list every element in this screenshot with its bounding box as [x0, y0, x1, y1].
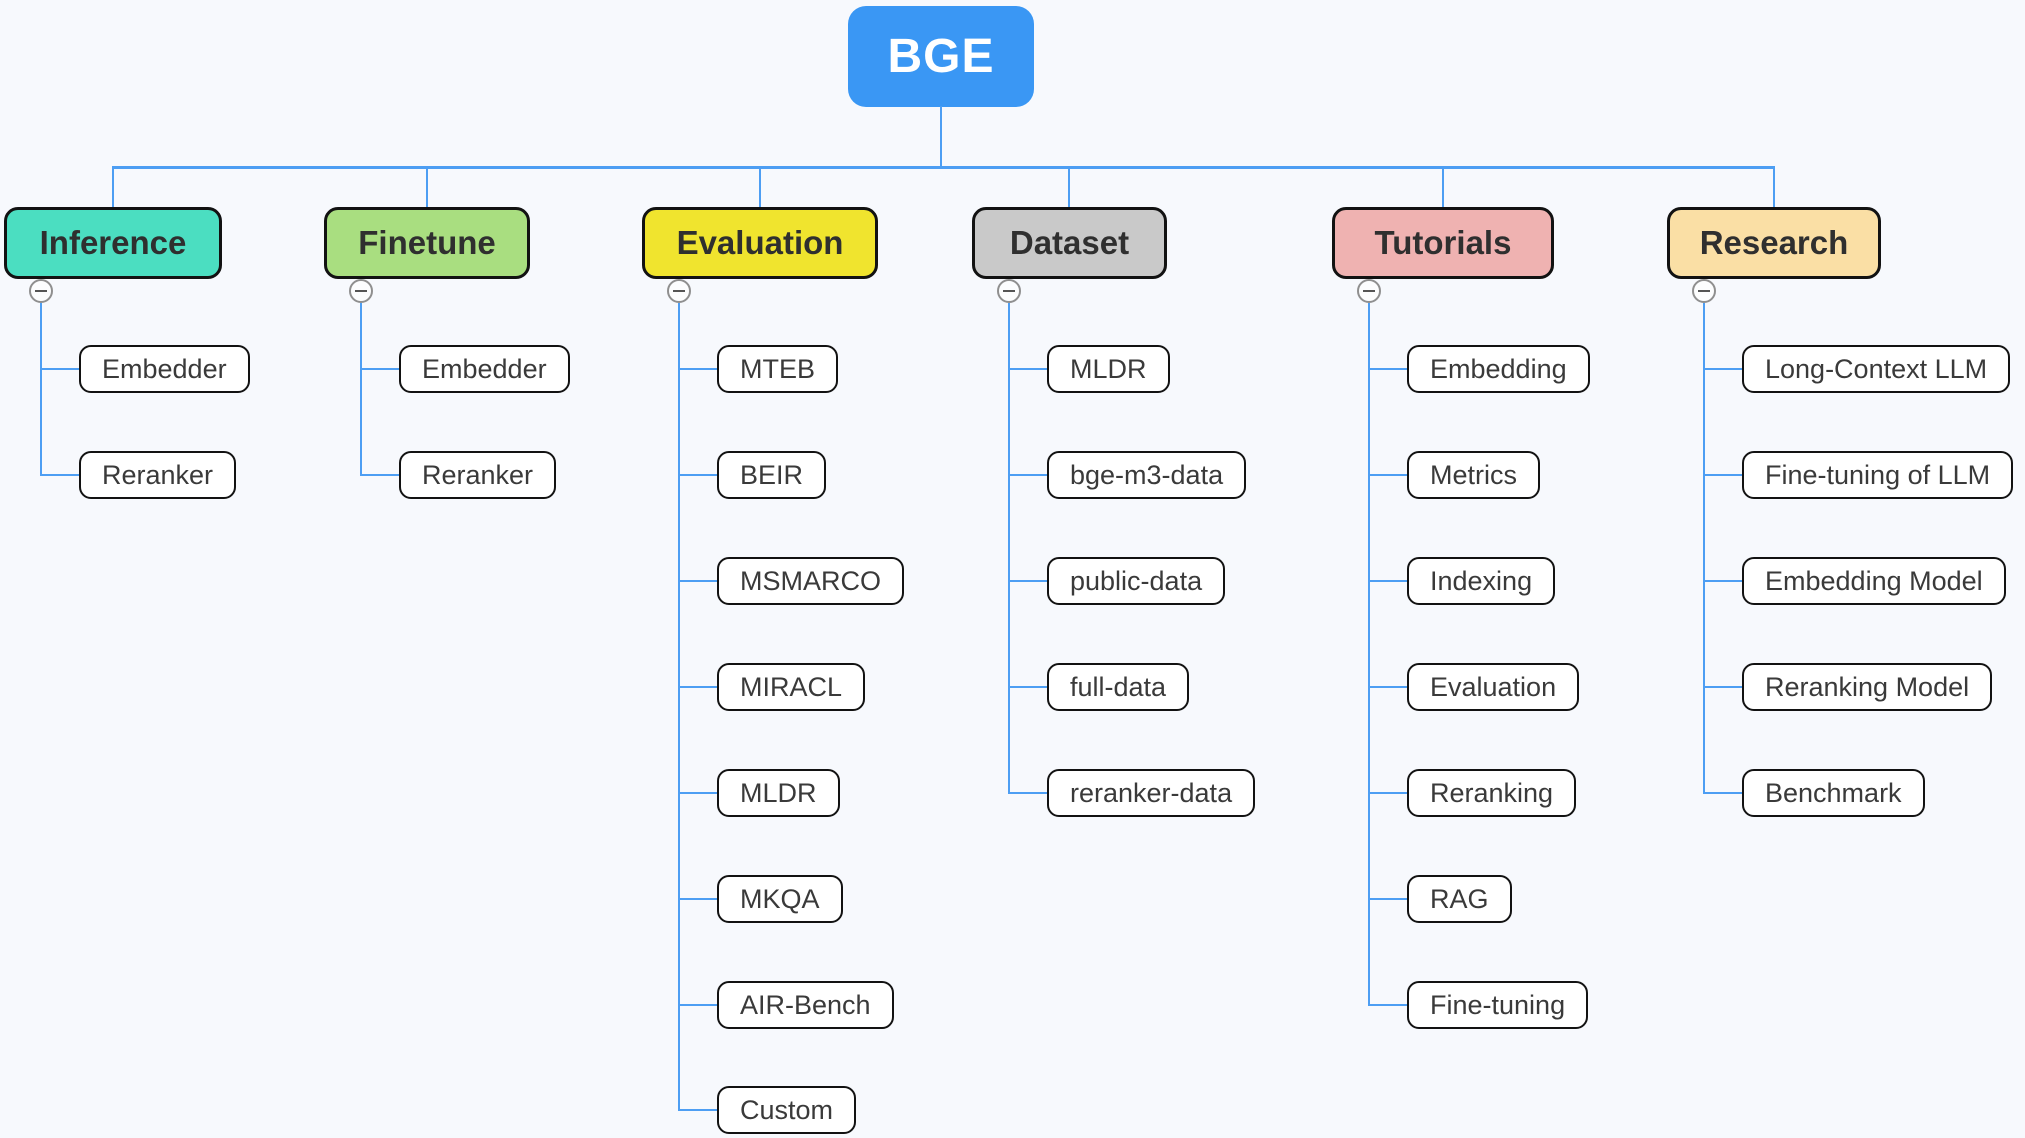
child-node[interactable]: MLDR	[717, 769, 840, 817]
child-node[interactable]: MIRACL	[717, 663, 866, 711]
connector-elbow	[1008, 580, 1047, 582]
connector-drop	[1442, 167, 1444, 208]
connector-elbow	[40, 368, 79, 370]
connector-drop	[759, 167, 761, 208]
connector-elbow	[678, 580, 717, 582]
connector-elbow	[1008, 686, 1047, 688]
connector-elbow	[678, 1109, 717, 1111]
connector-elbow	[1703, 580, 1742, 582]
child-node[interactable]: Embedding	[1407, 345, 1590, 393]
child-node[interactable]: Fine-tuning	[1407, 981, 1589, 1029]
connector-elbow	[678, 474, 717, 476]
branch-node-evaluation[interactable]: Evaluation	[642, 207, 878, 279]
connector-elbow	[1703, 792, 1742, 794]
collapse-minus-icon[interactable]	[349, 279, 373, 303]
connector-column	[1008, 303, 1010, 793]
connector-elbow	[1368, 898, 1407, 900]
child-node[interactable]: bge-m3-data	[1047, 451, 1247, 499]
child-node[interactable]: Reranker	[399, 451, 557, 499]
child-node[interactable]: AIR-Bench	[717, 981, 894, 1029]
connector-elbow	[1368, 792, 1407, 794]
connector-top-bar	[112, 166, 1775, 169]
connector-elbow	[360, 368, 399, 370]
connector-elbow	[678, 1004, 717, 1006]
connector-drop	[426, 167, 428, 208]
child-node[interactable]: Embedder	[399, 345, 570, 393]
child-node[interactable]: Custom	[717, 1086, 857, 1134]
connector-elbow	[1703, 686, 1742, 688]
child-node[interactable]: Embedding Model	[1742, 557, 2006, 605]
connector-elbow	[1703, 368, 1742, 370]
child-node[interactable]: RAG	[1407, 875, 1512, 923]
child-node[interactable]: full-data	[1047, 663, 1190, 711]
connector-elbow	[678, 368, 717, 370]
branch-node-dataset[interactable]: Dataset	[972, 207, 1167, 279]
child-node[interactable]: MSMARCO	[717, 557, 904, 605]
connector-column	[40, 303, 42, 475]
child-node[interactable]: MKQA	[717, 875, 843, 923]
connector-elbow	[678, 686, 717, 688]
child-node[interactable]: MTEB	[717, 345, 839, 393]
connector-drop	[1773, 167, 1775, 208]
connector-column	[1703, 303, 1705, 793]
branch-node-tutorials[interactable]: Tutorials	[1332, 207, 1554, 279]
connector-elbow	[40, 474, 79, 476]
child-node[interactable]: Fine-tuning of LLM	[1742, 451, 2014, 499]
connector-elbow	[1368, 580, 1407, 582]
child-node[interactable]: Indexing	[1407, 557, 1556, 605]
root-node-bge[interactable]: BGE	[848, 6, 1034, 107]
connector-elbow	[1368, 368, 1407, 370]
connector-elbow	[1008, 474, 1047, 476]
connector-drop	[1068, 167, 1070, 208]
connector-elbow	[1368, 686, 1407, 688]
child-node[interactable]: Embedder	[79, 345, 250, 393]
branch-node-inference[interactable]: Inference	[4, 207, 222, 279]
collapse-minus-icon[interactable]	[29, 279, 53, 303]
connector-elbow	[360, 474, 399, 476]
connector-elbow	[1703, 474, 1742, 476]
child-node[interactable]: Metrics	[1407, 451, 1540, 499]
child-node[interactable]: reranker-data	[1047, 769, 1256, 817]
child-node[interactable]: Reranker	[79, 451, 237, 499]
child-node[interactable]: Benchmark	[1742, 769, 1925, 817]
connector-elbow	[1368, 474, 1407, 476]
branch-node-finetune[interactable]: Finetune	[324, 207, 530, 279]
child-node[interactable]: Reranking	[1407, 769, 1577, 817]
child-node[interactable]: Reranking Model	[1742, 663, 1993, 711]
connector-elbow	[1008, 792, 1047, 794]
connector-elbow	[678, 792, 717, 794]
connector-column	[1368, 303, 1370, 1005]
connector-elbow	[1008, 368, 1047, 370]
connector-elbow	[678, 898, 717, 900]
collapse-minus-icon[interactable]	[667, 279, 691, 303]
child-node[interactable]: Long-Context LLM	[1742, 345, 2011, 393]
connector-column	[678, 303, 680, 1110]
connector-column	[360, 303, 362, 475]
connector-elbow	[1368, 1004, 1407, 1006]
collapse-minus-icon[interactable]	[1692, 279, 1716, 303]
connector-root-stem	[940, 106, 942, 167]
child-node[interactable]: BEIR	[717, 451, 827, 499]
branch-node-research[interactable]: Research	[1667, 207, 1881, 279]
child-node[interactable]: public-data	[1047, 557, 1226, 605]
child-node[interactable]: Evaluation	[1407, 663, 1580, 711]
collapse-minus-icon[interactable]	[997, 279, 1021, 303]
collapse-minus-icon[interactable]	[1357, 279, 1381, 303]
connector-drop	[112, 167, 114, 208]
child-node[interactable]: MLDR	[1047, 345, 1170, 393]
